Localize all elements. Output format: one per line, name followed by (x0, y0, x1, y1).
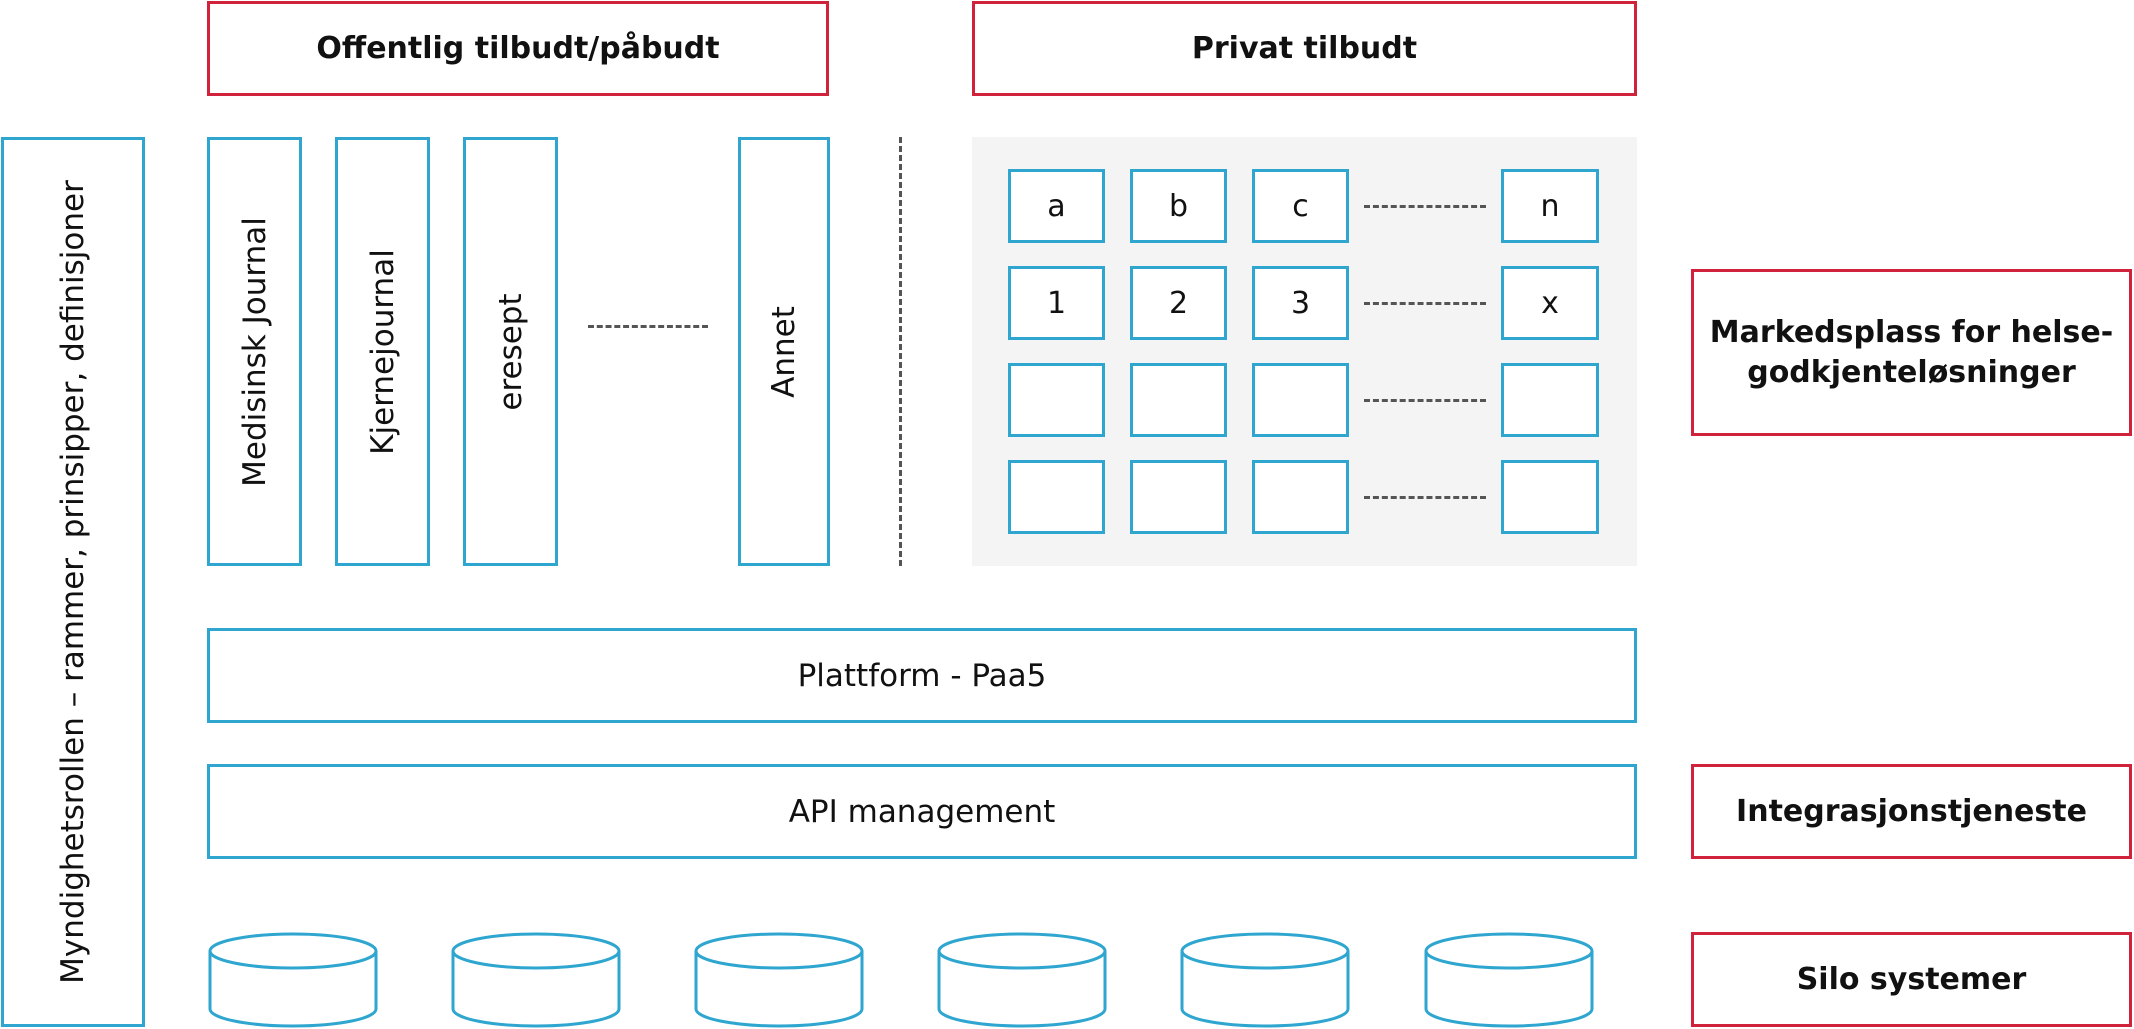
integration-label-box: Integrasjonstjeneste (1691, 764, 2132, 859)
ellipsis-dashes (1364, 496, 1486, 499)
silo-label-box: Silo systemer (1691, 932, 2132, 1027)
header-private-offered: Privat tilbudt (972, 1, 1637, 96)
grid-cell (1008, 363, 1105, 437)
service-column-medical-record: Medisinsk Journal (207, 137, 302, 566)
silo-label: Silo systemer (1796, 961, 2027, 997)
header-public-offered: Offentlig tilbudt/påbudt (207, 1, 829, 96)
marketplace-label-box: Markedsplass for helse-godkjenteløsninge… (1691, 269, 2132, 436)
ellipsis-dashes (1364, 302, 1486, 305)
public-private-divider (899, 137, 902, 566)
grid-cell: b (1130, 169, 1227, 243)
service-column-core-record: Kjernejournal (335, 137, 430, 566)
service-column-other: Annet (738, 137, 830, 566)
grid-cell-label: a (1047, 188, 1066, 224)
service-label: eresept (492, 292, 529, 411)
grid-cell (1501, 363, 1599, 437)
grid-cell-label: n (1540, 188, 1560, 224)
grid-cell (1252, 363, 1349, 437)
marketplace-label: Markedsplass for helse-godkjenteløsninge… (1709, 314, 2114, 390)
header-private-label: Privat tilbudt (1191, 30, 1418, 66)
database-icon (937, 932, 1107, 1028)
grid-cell: 3 (1252, 266, 1349, 340)
grid-cell-label: 1 (1046, 285, 1067, 321)
api-management-bar: API management (207, 764, 1637, 859)
grid-cell (1130, 460, 1227, 534)
grid-cell-label: b (1168, 188, 1189, 224)
grid-cell (1252, 460, 1349, 534)
ellipsis-dashes (1364, 205, 1486, 208)
platform-label: Plattform - Paa5 (797, 657, 1047, 694)
grid-cell: 1 (1008, 266, 1105, 340)
grid-cell-label: c (1292, 188, 1309, 224)
grid-cell-label: 2 (1168, 285, 1189, 321)
ellipsis-dashes (1364, 399, 1486, 402)
database-icon (208, 932, 378, 1028)
header-public-label: Offentlig tilbudt/påbudt (316, 30, 720, 66)
grid-cell (1008, 460, 1105, 534)
grid-cell: n (1501, 169, 1599, 243)
authority-role-label: Myndighetsrollen – rammer, prinsipper, d… (55, 180, 91, 984)
ellipsis-dashes (588, 325, 708, 328)
service-label: Annet (766, 305, 802, 398)
grid-cell (1130, 363, 1227, 437)
database-icon (1180, 932, 1350, 1028)
authority-role-box: Myndighetsrollen – rammer, prinsipper, d… (1, 137, 145, 1027)
api-management-label: API management (788, 793, 1056, 830)
grid-cell-label: x (1541, 285, 1559, 321)
service-column-eprescription: eresept (463, 137, 558, 566)
grid-cell: c (1252, 169, 1349, 243)
service-label: Medisinsk Journal (236, 216, 273, 487)
platform-bar: Plattform - Paa5 (207, 628, 1637, 723)
integration-label: Integrasjonstjeneste (1736, 793, 2087, 829)
grid-cell (1501, 460, 1599, 534)
database-icon (1424, 932, 1594, 1028)
grid-cell: a (1008, 169, 1105, 243)
grid-cell: x (1501, 266, 1599, 340)
grid-cell-label: 3 (1290, 285, 1311, 321)
service-label: Kjernejournal (364, 248, 401, 455)
grid-cell: 2 (1130, 266, 1227, 340)
database-icon (694, 932, 864, 1028)
database-icon (451, 932, 621, 1028)
